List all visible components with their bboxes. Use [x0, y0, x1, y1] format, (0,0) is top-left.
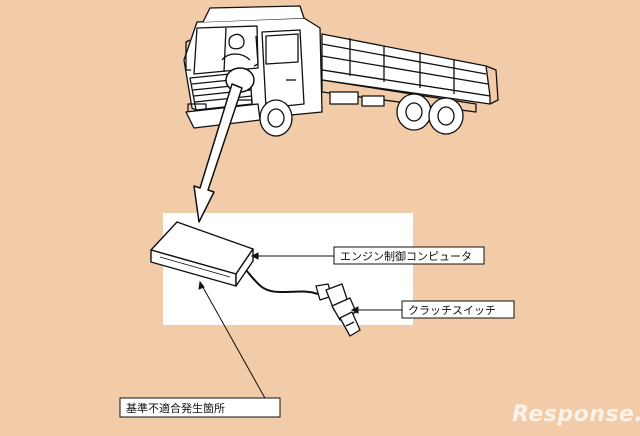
leader-lines	[198, 252, 402, 401]
label-clutch-text: クラッチスイッチ	[408, 304, 496, 317]
label-clutch: クラッチスイッチ	[401, 300, 515, 319]
label-ecu: エンジン制御コンピュータ	[333, 246, 485, 265]
ecu-unit	[150, 221, 254, 287]
wiring-cable	[245, 269, 319, 295]
label-ecu-text: エンジン制御コンピュータ	[340, 249, 472, 263]
watermark-brand: Response.	[512, 402, 640, 427]
response-watermark: Response.	[512, 402, 640, 427]
label-defect-text: 基準不適合発生箇所	[126, 401, 225, 415]
location-arrow	[193, 83, 243, 223]
label-defect: 基準不適合発生箇所	[119, 397, 281, 418]
clutch-switch	[315, 283, 361, 337]
